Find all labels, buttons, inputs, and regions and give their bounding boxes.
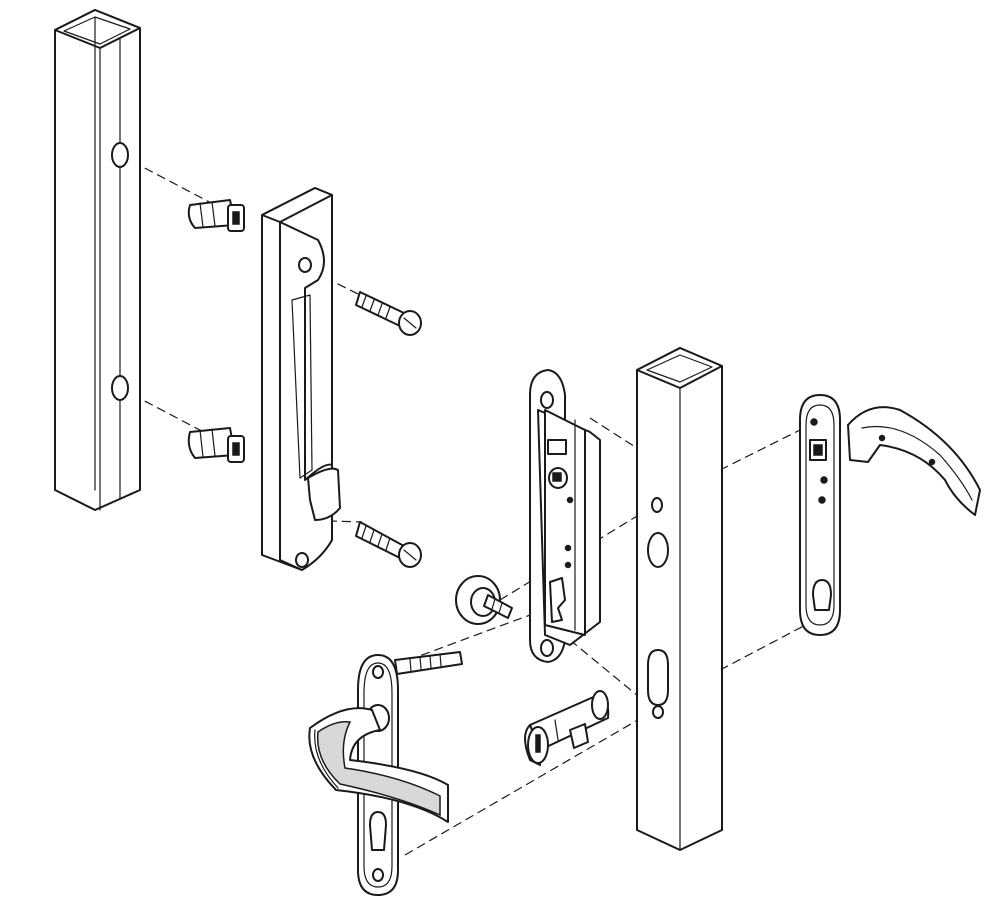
rosette-bolt bbox=[455, 575, 513, 625]
euro-cylinder bbox=[524, 690, 610, 766]
wall-plug-bottom bbox=[187, 427, 245, 463]
assembly-line-post-handle bbox=[719, 429, 801, 471]
wall-plug-top bbox=[187, 199, 245, 232]
assembly-line-lock-post bbox=[589, 417, 641, 451]
assembly-line-post-plate bbox=[719, 619, 816, 671]
keeper-bracket bbox=[261, 187, 341, 571]
spindle bbox=[394, 651, 463, 675]
mortise-lock-body bbox=[529, 369, 601, 663]
assembly-line-spindle bbox=[394, 614, 531, 666]
fixing-screw-top bbox=[355, 291, 422, 336]
right-square-post bbox=[636, 347, 723, 851]
left-square-post bbox=[54, 9, 141, 511]
fixing-screw-bottom bbox=[355, 521, 422, 568]
outer-lever-handle bbox=[308, 654, 449, 896]
assembly-line-plate-bottom bbox=[404, 709, 656, 856]
inner-lever-handle bbox=[799, 394, 981, 636]
